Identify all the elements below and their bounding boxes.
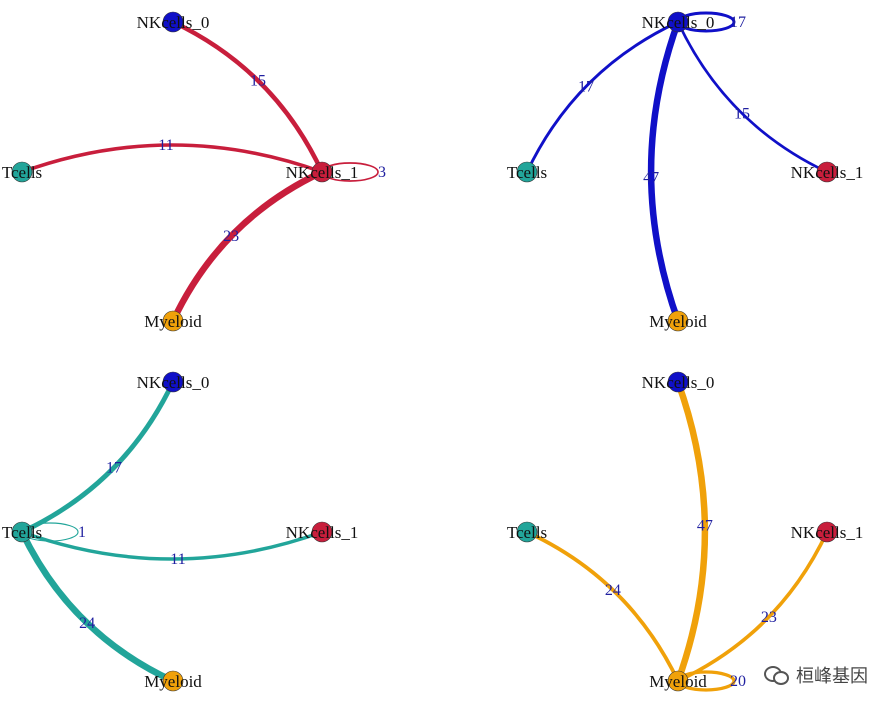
node-NKcells_0	[667, 371, 689, 393]
edge-weight-label: 24	[605, 582, 621, 599]
edge-NKcells_0-to-NKcells_1	[676, 20, 829, 174]
edge-Tcells-to-Myeloid	[18, 528, 177, 685]
node-NKcells_1	[816, 161, 838, 183]
wechat-icon	[764, 664, 790, 686]
node-label-NKcells_0: NKcells_0	[642, 373, 715, 392]
node-label-Tcells: Tcells	[2, 523, 42, 542]
node-Myeloid	[667, 670, 689, 692]
edge-weight-label: 15	[734, 105, 750, 122]
node-label-Myeloid: Myeloid	[144, 672, 202, 691]
node-label-NKcells_1: NKcells_1	[286, 523, 359, 542]
edge-Tcells-to-NKcells_1	[20, 530, 324, 561]
watermark-text: 桓峰基因	[796, 666, 868, 687]
node-Myeloid	[667, 310, 689, 332]
node-NKcells_0	[667, 11, 689, 33]
node-label-NKcells_1: NKcells_1	[791, 163, 864, 182]
node-Tcells	[516, 521, 538, 543]
edge-Myeloid-to-NKcells_0	[674, 378, 709, 685]
edge-weight-label: 11	[170, 551, 185, 568]
edge-NKcells_0-to-Myeloid	[647, 18, 682, 325]
node-label-Myeloid: Myeloid	[649, 672, 707, 691]
edge-NKcells_0-to-Tcells	[525, 20, 680, 174]
node-label-NKcells_1: NKcells_1	[286, 163, 359, 182]
edge-weight-label: 47	[643, 169, 659, 186]
node-label-Tcells: Tcells	[507, 163, 547, 182]
edge-Tcells-to-NKcells_0	[19, 379, 176, 535]
edge-weight-label: 20	[730, 673, 746, 690]
node-NKcells_1	[816, 521, 838, 543]
node-NKcells_1	[311, 521, 333, 543]
node-Myeloid	[162, 670, 184, 692]
edge-weight-label: 17	[730, 14, 746, 31]
edge-NKcells_1-to-NKcells_0	[170, 19, 325, 175]
edge-weight-label: 17	[578, 78, 594, 95]
node-label-Tcells: Tcells	[2, 163, 42, 182]
node-NKcells_0	[162, 371, 184, 393]
node-Tcells	[516, 161, 538, 183]
edge-Myeloid-to-Tcells	[525, 530, 680, 683]
watermark: 桓峰基因	[764, 662, 868, 688]
edge-weight-label: 24	[79, 615, 95, 632]
edge-weight-label: 47	[697, 518, 713, 535]
node-label-Myeloid: Myeloid	[649, 312, 707, 331]
edge-Myeloid-to-NKcells_1	[676, 530, 829, 683]
node-label-NKcells_0: NKcells_0	[137, 13, 210, 32]
node-label-Myeloid: Myeloid	[144, 312, 202, 331]
node-NKcells_1	[311, 161, 333, 183]
node-label-NKcells_0: NKcells_0	[137, 373, 210, 392]
node-label-NKcells_0: NKcells_0	[642, 13, 715, 32]
node-label-Tcells: Tcells	[507, 523, 547, 542]
edge-NKcells_1-to-Myeloid	[169, 168, 326, 325]
edge-NKcells_1-to-Tcells	[20, 143, 324, 174]
node-Tcells	[11, 521, 33, 543]
edge-weight-label: 3	[378, 164, 386, 181]
node-Myeloid	[162, 310, 184, 332]
edge-weight-label: 11	[158, 137, 173, 154]
node-NKcells_0	[162, 11, 184, 33]
node-label-NKcells_1: NKcells_1	[791, 523, 864, 542]
node-Tcells	[11, 161, 33, 183]
edge-weight-label: 23	[761, 609, 777, 626]
edge-weight-label: 23	[223, 228, 239, 245]
edge-weight-label: 1	[78, 524, 86, 541]
edge-weight-label: 15	[250, 73, 266, 90]
edge-weight-label: 17	[106, 460, 122, 477]
